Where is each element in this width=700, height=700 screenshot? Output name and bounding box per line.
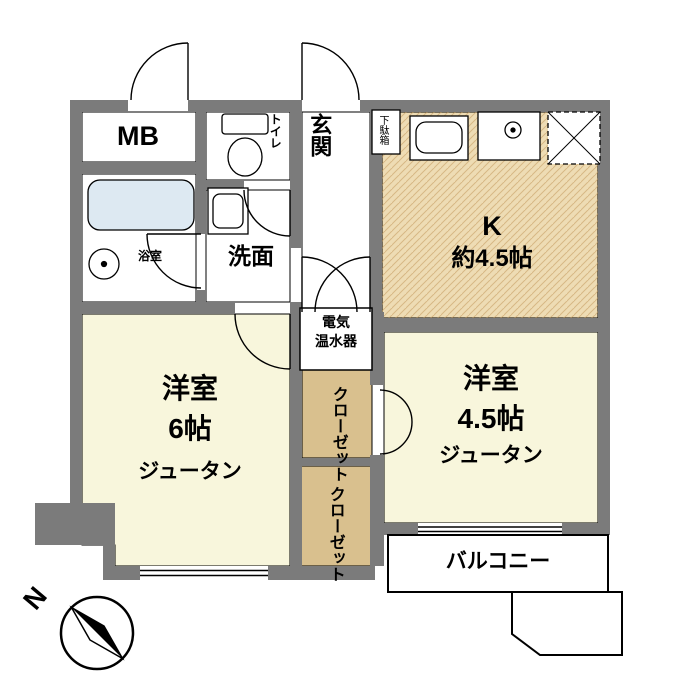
- room45-door: [379, 389, 413, 455]
- bathroom-door: [146, 233, 202, 289]
- compass-icon: [59, 595, 135, 671]
- room6-floor-label: ジュータン: [138, 460, 242, 483]
- room6-door: [234, 313, 291, 370]
- room45-size-label: 4.5帖: [457, 403, 525, 434]
- closet-lower-label: クローゼット: [326, 486, 344, 582]
- room45-floor-label: ジュータン: [439, 444, 543, 467]
- windows: [140, 523, 562, 580]
- washer-pan-icon: [207, 187, 249, 235]
- entrance-floor: [301, 111, 371, 313]
- closet-lower-floor: [297, 465, 373, 567]
- bathroom-label: 浴室: [137, 249, 163, 263]
- door-arcs: [130, 42, 413, 455]
- mb-label: MB: [117, 121, 159, 151]
- water-heater-label-1: 電気: [322, 314, 350, 330]
- room6-name-label: 洋室: [161, 373, 219, 404]
- toilet-label: トイレ: [268, 113, 283, 149]
- balcony-outline: [387, 534, 623, 656]
- bathtub-icon: [87, 179, 195, 231]
- closet-upper-floor: [301, 369, 373, 459]
- bath-stool-icon: [88, 248, 120, 280]
- fixtures: [87, 109, 601, 280]
- water-heater-box: [299, 307, 373, 371]
- entrance-door: [301, 42, 360, 101]
- kitchen-sink-icon: [409, 115, 469, 161]
- water-heater-label-2: 温水器: [315, 333, 357, 349]
- balcony-label: バルコニー: [445, 550, 551, 573]
- fridge-space-icon: [547, 111, 601, 165]
- mb-floor: [81, 111, 197, 163]
- toilet-icon: [221, 113, 269, 177]
- closet-upper-label: クローゼット: [329, 386, 347, 482]
- kitchen-name-label: K: [482, 211, 502, 241]
- entrance-label: 玄関: [307, 113, 333, 157]
- hall-doors: [301, 256, 371, 313]
- room45-name-label: 洋室: [462, 363, 520, 394]
- mb-door: [130, 42, 189, 101]
- washroom-label: 洗面: [228, 243, 274, 269]
- toilet-door: [243, 189, 291, 237]
- room6-size-label: 6帖: [168, 413, 212, 444]
- room45-floor: [383, 331, 599, 524]
- kitchen-stove-icon: [477, 111, 541, 161]
- shoe-box-icon: [371, 109, 401, 155]
- shoe-box-label: 下駄箱: [377, 115, 388, 145]
- kitchen-size-label: 約4.5帖: [451, 245, 533, 272]
